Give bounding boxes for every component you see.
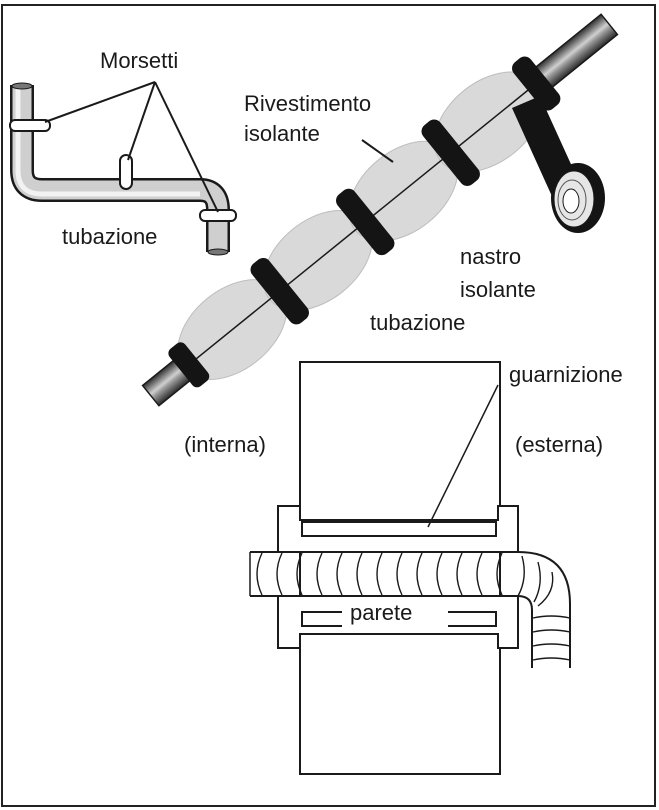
label-tubazione-top: tubazione bbox=[62, 224, 157, 249]
label-rivestimento-line1: Rivestimento bbox=[244, 91, 371, 116]
clamp-2 bbox=[119, 154, 133, 190]
wall bbox=[299, 361, 501, 775]
tape-roll bbox=[512, 96, 605, 233]
label-nastro-line1: nastro bbox=[460, 244, 521, 269]
guarnizione-leader-line bbox=[427, 384, 499, 528]
morsetti-leader-lines bbox=[44, 81, 219, 213]
label-nastro-line2: isolante bbox=[460, 277, 536, 302]
label-rivestimento-line2: isolante bbox=[244, 121, 320, 146]
label-guarnizione: guarnizione bbox=[509, 362, 623, 387]
label-parete: parete bbox=[350, 600, 412, 625]
rivestimento-leader-line bbox=[361, 139, 394, 163]
parete-label-bg bbox=[342, 602, 448, 628]
label-esterna: (esterna) bbox=[515, 432, 603, 457]
clamp-1 bbox=[9, 119, 51, 132]
label-morsetti: Morsetti bbox=[100, 48, 178, 73]
pipe-corrugations bbox=[256, 552, 571, 661]
label-tubazione-mid: tubazione bbox=[370, 310, 465, 335]
insulated-pipe bbox=[141, 13, 619, 407]
clamped-pipe bbox=[10, 82, 230, 256]
label-interna: (interna) bbox=[184, 432, 266, 457]
